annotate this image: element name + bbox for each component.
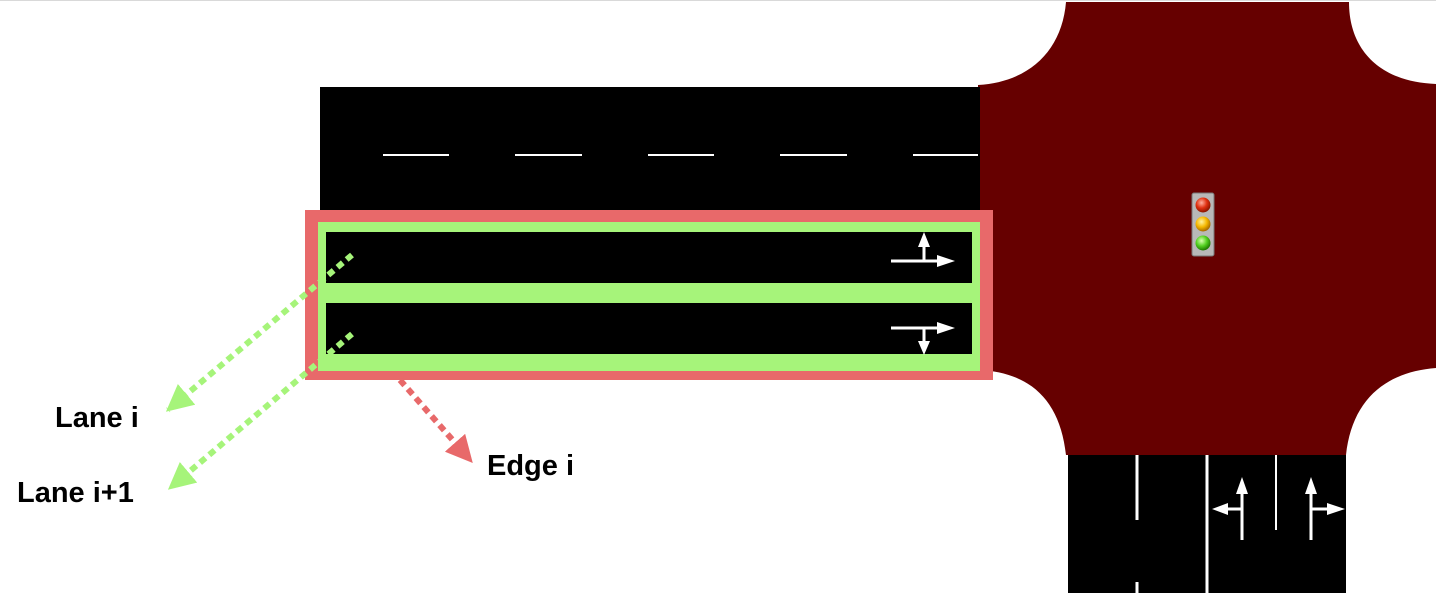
lane-i-label: Lane i (55, 402, 139, 434)
lane-i-plus-1 (326, 303, 972, 354)
lane-i-plus-1-pointer-arrow (167, 331, 354, 491)
edge-i-label: Edge i (487, 450, 574, 482)
straight-right-arrow-icon (891, 232, 955, 267)
westbound-road (320, 87, 980, 210)
top-border (0, 0, 1436, 1)
south-road-markings (1135, 455, 1277, 593)
lane-i-plus-1-label: Lane i+1 (17, 477, 134, 509)
straight-left-arrow-icon (1212, 477, 1248, 540)
traffic-light-icon (1191, 192, 1215, 257)
lane-i-pointer-arrow (165, 252, 354, 413)
straight-right-arrow-south-icon (1305, 477, 1345, 540)
right-down-arrow-icon (891, 322, 955, 355)
edge-i-pointer-arrow (397, 378, 474, 464)
lane-i (326, 232, 972, 283)
